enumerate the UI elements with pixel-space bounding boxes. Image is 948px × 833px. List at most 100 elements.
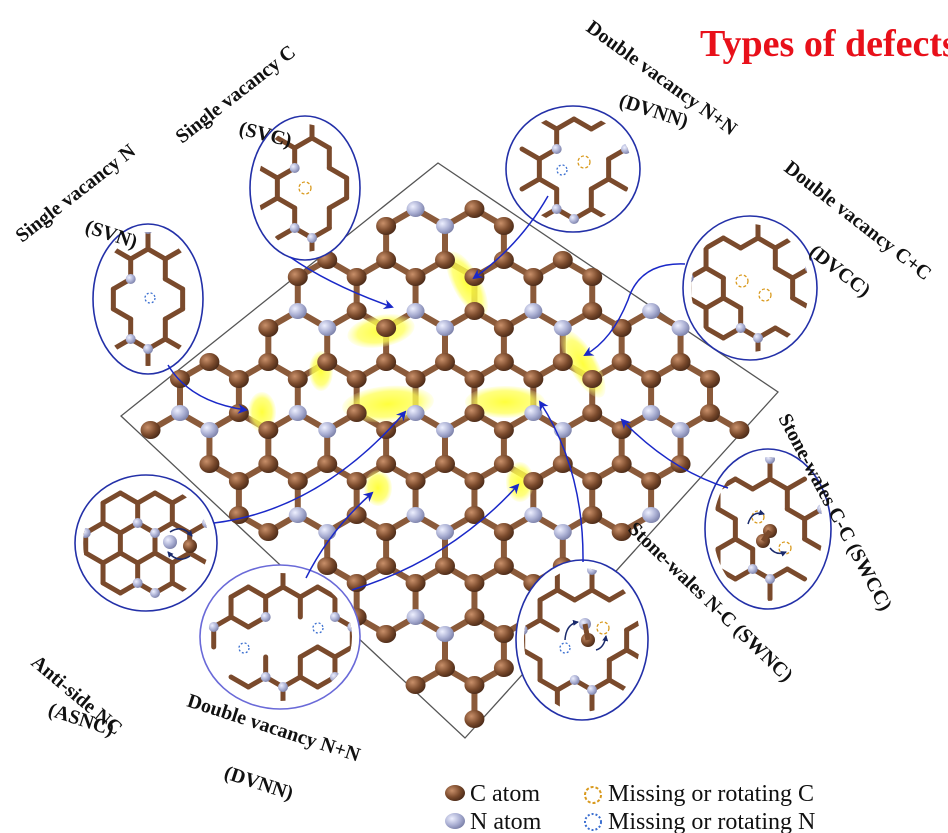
- c-atom: [729, 421, 750, 439]
- c-atom: [258, 353, 279, 371]
- n-atom: [318, 422, 337, 438]
- c-atom: [258, 319, 279, 337]
- inset-circle: [682, 215, 818, 361]
- c-atom: [641, 370, 662, 388]
- c-atom: [287, 472, 308, 490]
- c-atom: [228, 370, 249, 388]
- inset-n-atom: [551, 144, 562, 154]
- pointer-arrow: [289, 256, 394, 310]
- n-atom: [288, 507, 307, 523]
- pointer-arrow: [351, 483, 520, 591]
- c-atom: [346, 370, 367, 388]
- c-atom: [641, 472, 662, 490]
- n-atom: [671, 320, 690, 336]
- n-atom: [436, 320, 454, 336]
- missing-n-marker: [556, 164, 568, 176]
- c-atom: [493, 217, 514, 235]
- c-atom: [493, 455, 514, 473]
- inset-n-atom: [587, 568, 597, 575]
- c-atom: [464, 404, 485, 422]
- n-atom: [288, 405, 307, 421]
- inset-n-atom: [753, 333, 763, 343]
- c-atom: [435, 251, 455, 269]
- inset-sv-n: [92, 223, 204, 375]
- n-atom: [200, 422, 219, 438]
- inset-n-atom: [569, 675, 580, 685]
- n-atom: [553, 320, 572, 336]
- c-atom: [258, 421, 279, 439]
- c-atom: [346, 302, 367, 320]
- c-atom: [376, 353, 397, 371]
- c-atom: [405, 574, 426, 592]
- n-atom: [642, 507, 661, 523]
- legend-c-atom-icon: [445, 785, 465, 801]
- missing-c-marker: [577, 155, 591, 169]
- legend-missing-c-icon: [584, 786, 602, 804]
- c-atom: [493, 625, 514, 643]
- c-atom: [376, 251, 397, 269]
- legend-c-atom-label: C atom: [470, 781, 540, 807]
- pointer-arrow: [213, 410, 407, 524]
- legend-missing-n-icon: [584, 813, 602, 831]
- c-atom: [464, 506, 485, 524]
- c-atom: [464, 472, 485, 490]
- n-atom: [553, 524, 572, 540]
- c-atom: [435, 455, 455, 473]
- missing-n-marker: [238, 642, 250, 654]
- inset-dv-cc: [682, 215, 818, 361]
- c-atom: [228, 472, 249, 490]
- c-atom: [435, 659, 455, 677]
- legend-missing-n-label: Missing or rotating N: [608, 809, 815, 833]
- inset-n-atom: [307, 233, 317, 243]
- missing-c-marker: [751, 510, 765, 524]
- inset-n-atom: [150, 588, 160, 598]
- inset-n-atom: [289, 163, 300, 173]
- c-atom: [376, 557, 397, 575]
- inset-circle: [249, 115, 361, 261]
- rotate-arrow: [595, 635, 609, 651]
- inset-n-atom: [260, 672, 271, 682]
- pointer-arrow: [620, 418, 729, 489]
- inset-n-atom: [765, 574, 775, 584]
- c-atom: [670, 455, 691, 473]
- c-atom: [493, 353, 514, 371]
- c-atom: [700, 404, 721, 422]
- c-atom: [376, 455, 397, 473]
- n-atom: [406, 507, 425, 523]
- c-atom: [346, 506, 367, 524]
- inset-n-atom: [747, 564, 758, 574]
- inset-n-atom: [551, 204, 562, 214]
- c-atom: [376, 319, 397, 337]
- inset-n-atom: [132, 518, 143, 528]
- c-atom: [582, 472, 603, 490]
- inset-circle: [505, 105, 641, 233]
- n-atom: [318, 320, 337, 336]
- c-atom: [552, 251, 573, 269]
- n-atom: [524, 507, 543, 523]
- n-atom: [406, 303, 425, 319]
- c-atom: [317, 557, 338, 575]
- c-atom: [376, 217, 397, 235]
- rotate-arrow: [747, 509, 765, 525]
- n-atom: [524, 405, 543, 421]
- c-atom: [405, 370, 426, 388]
- n-atom: [288, 303, 307, 319]
- rotate-arrow: [564, 619, 579, 641]
- inset-n-atom: [125, 274, 136, 284]
- c-atom: [346, 268, 367, 286]
- c-atom: [582, 268, 603, 286]
- pointer-arrow: [167, 364, 248, 414]
- legend-n-atom-label: N atom: [470, 809, 542, 833]
- defect-highlight: [446, 251, 488, 317]
- c-atom: [464, 302, 485, 320]
- c-atom: [611, 523, 632, 541]
- missing-c-marker: [298, 181, 312, 195]
- missing-n-marker: [312, 622, 324, 634]
- inset-n-atom: [569, 214, 579, 224]
- lattice-atoms: [140, 200, 750, 728]
- c-atom: [611, 455, 632, 473]
- c-atom: [493, 421, 514, 439]
- c-atom: [523, 268, 544, 286]
- c-atom: [199, 455, 220, 473]
- pointer-arrow: [305, 491, 374, 579]
